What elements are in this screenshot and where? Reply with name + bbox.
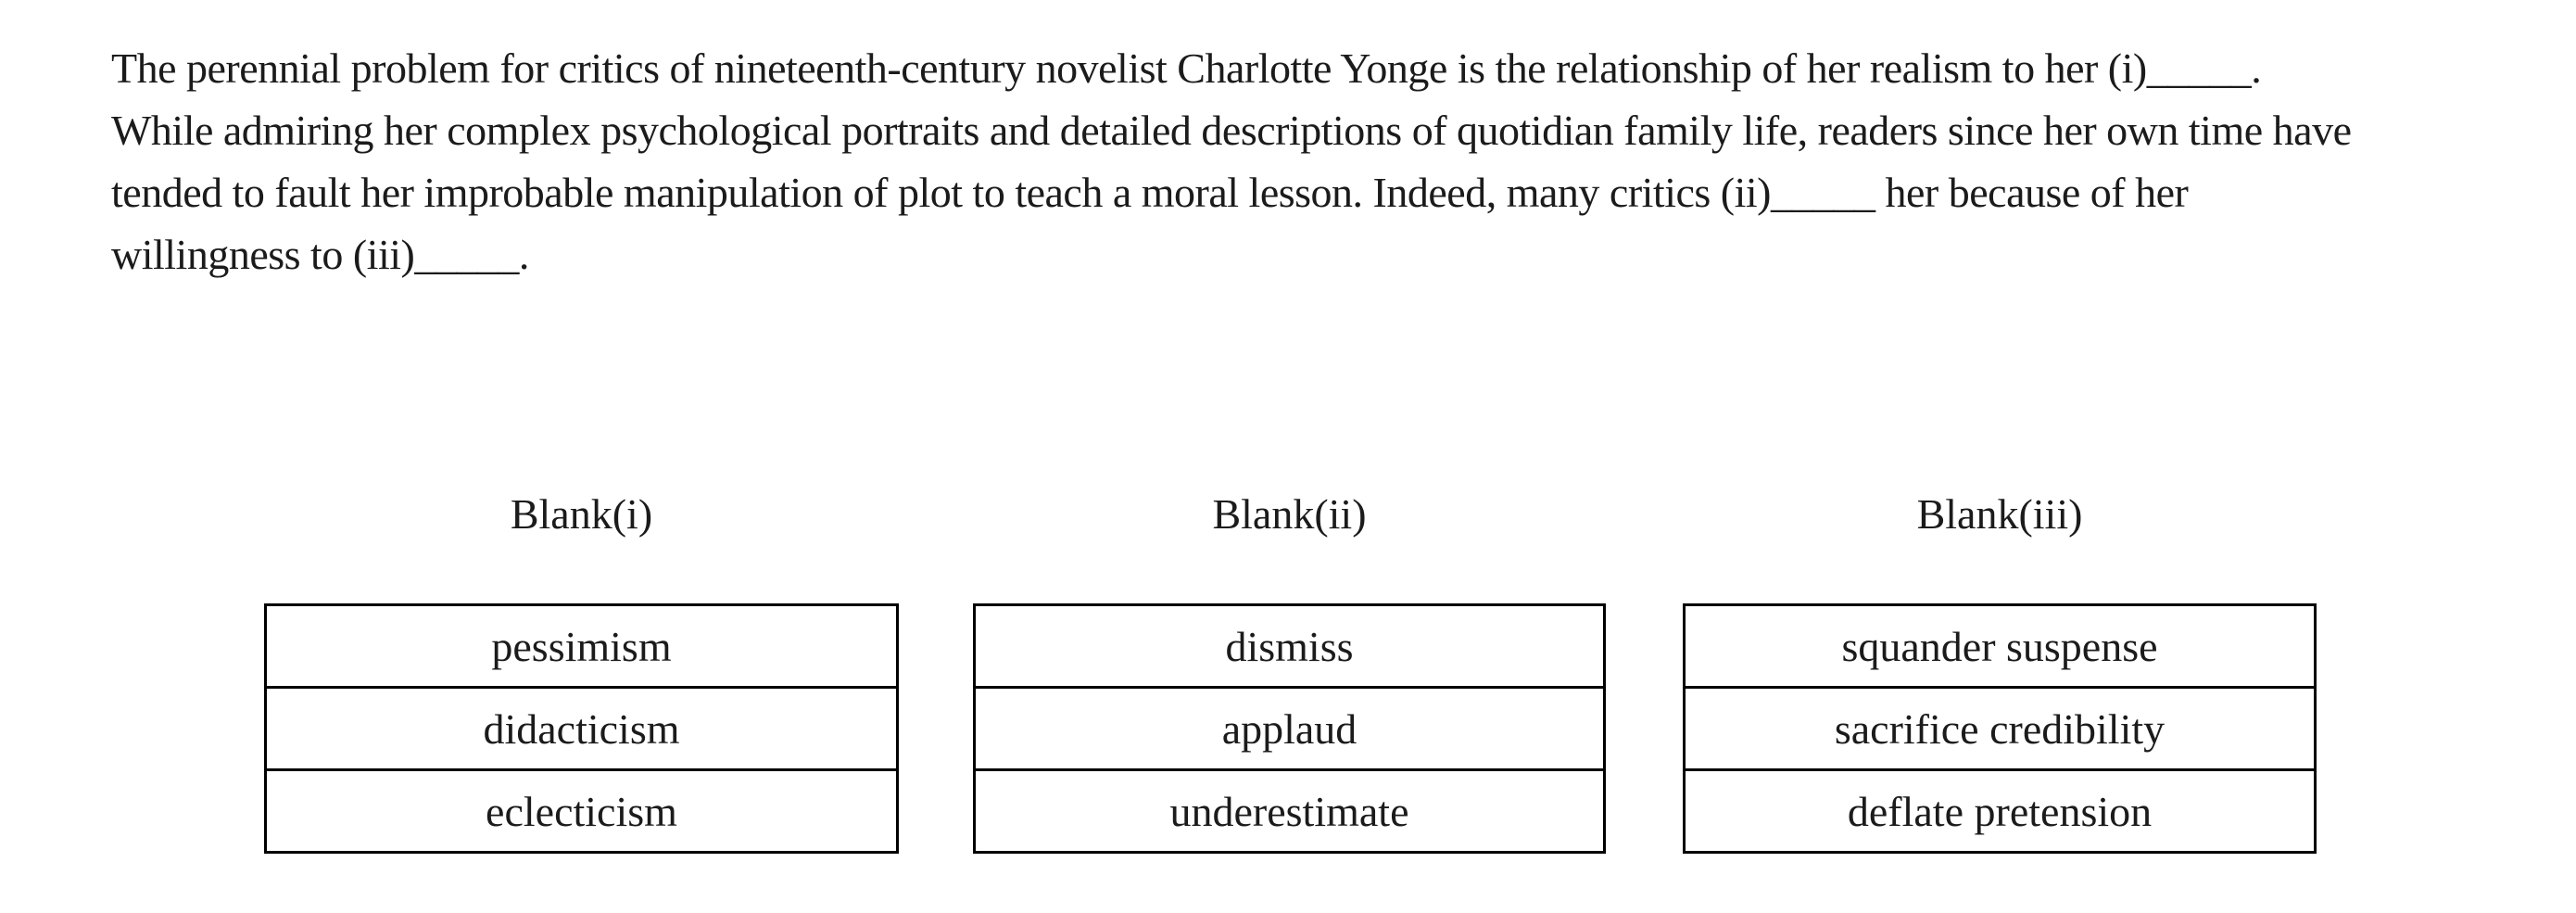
option-cell-blank-i-2[interactable]: didacticism (267, 689, 896, 771)
passage-line: willingness to (iii)_____. (111, 231, 529, 278)
option-cell-blank-iii-1[interactable]: squander suspense (1686, 606, 2314, 689)
option-cell-blank-ii-3[interactable]: underestimate (976, 771, 1603, 851)
option-cell-blank-i-3[interactable]: eclecticism (267, 771, 896, 851)
option-cell-blank-iii-2[interactable]: sacrifice credibility (1686, 689, 2314, 771)
blank-i-label: Blank(i) (510, 490, 653, 538)
blank-iii-label: Blank(iii) (1916, 490, 2083, 538)
blank-iii-options-table: squander suspense sacrifice credibility … (1683, 603, 2317, 854)
blank-ii-label: Blank(ii) (1212, 490, 1367, 538)
passage-line: tended to fault her improbable manipulat… (111, 169, 2189, 216)
blank-i-options-table: pessimism didacticism eclecticism (264, 603, 899, 854)
option-cell-blank-i-1[interactable]: pessimism (267, 606, 896, 689)
passage-line: While admiring her complex psychological… (111, 107, 2352, 154)
option-cell-blank-ii-1[interactable]: dismiss (976, 606, 1603, 689)
passage-line: The perennial problem for critics of nin… (111, 44, 2262, 92)
question-passage: The perennial problem for critics of nin… (111, 37, 2352, 285)
option-cell-blank-ii-2[interactable]: applaud (976, 689, 1603, 771)
option-cell-blank-iii-3[interactable]: deflate pretension (1686, 771, 2314, 851)
blank-ii-options-table: dismiss applaud underestimate (973, 603, 1606, 854)
